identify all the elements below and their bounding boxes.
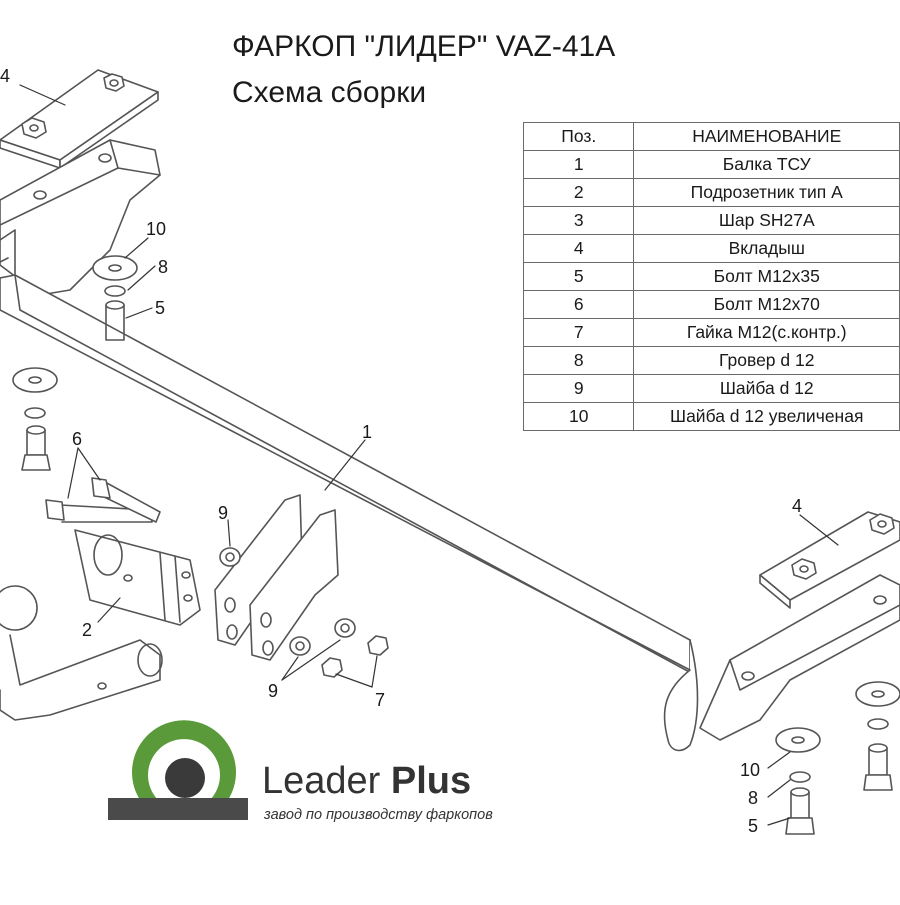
row-name: Гайка М12(с.контр.) [633, 318, 900, 347]
callout-7: 7 [375, 690, 385, 710]
row-pos: 10 [522, 402, 635, 431]
row-pos: 6 [522, 290, 635, 319]
logo-word-bold: Plus [390, 760, 472, 802]
callout-10-right: 10 [740, 760, 760, 780]
row-name: Болт М12х70 [633, 290, 900, 319]
callout-9-top: 9 [218, 503, 228, 523]
row-pos: 3 [522, 206, 635, 235]
insert-plate-left [0, 69, 159, 169]
tow-ball [0, 585, 163, 721]
row-pos: 5 [522, 262, 635, 291]
callout-4-right: 4 [792, 496, 802, 516]
row-pos: 8 [522, 346, 635, 375]
callout-8-left: 8 [158, 257, 168, 277]
row-name: Шайба d 12 [633, 374, 900, 403]
callout-5-right: 5 [748, 816, 758, 836]
header-name: НАИМЕНОВАНИЕ [633, 122, 900, 151]
row-name: Вкладыш [633, 234, 900, 263]
row-name: Подрозетник тип А [633, 178, 900, 207]
tow-bar-beam [0, 229, 699, 752]
page-title: ФАРКОП "ЛИДЕР" VAZ-41A [232, 30, 616, 63]
leader-plus-logo-mark [108, 720, 248, 820]
row-pos: 1 [522, 150, 635, 179]
callout-8-right: 8 [748, 788, 758, 808]
callout-5-left: 5 [155, 298, 165, 318]
socket-bracket [74, 529, 201, 626]
row-pos: 9 [522, 374, 635, 403]
fasteners-left-side [12, 367, 58, 471]
row-name: Шайба d 12 увеличеная [633, 402, 900, 431]
row-pos: 4 [522, 234, 635, 263]
washers-and-nuts [219, 547, 389, 678]
logo-word-light: Leader [262, 760, 391, 802]
callout-4-left: 4 [0, 66, 10, 86]
insert-plate-right [759, 511, 900, 609]
callout-1: 1 [362, 422, 372, 442]
parts-table-header: Поз. НАИМЕНОВАНИЕ [522, 122, 900, 151]
row-name: Шар SH27A [633, 206, 900, 235]
side-plates [214, 494, 339, 661]
page-subtitle: Схема сборки [232, 76, 427, 109]
leader-lines [19, 84, 839, 826]
bolts-m12x70 [45, 477, 161, 523]
logo-tagline: завод по производству фаркопов [264, 807, 493, 823]
fasteners-left-top [92, 255, 138, 341]
callout-10-left: 10 [146, 219, 166, 239]
logo-wordmark: Leader Plus [262, 760, 471, 803]
header-pos: Поз. [522, 122, 635, 151]
row-pos: 7 [522, 318, 635, 347]
callout-2: 2 [82, 620, 92, 640]
row-name: Болт М12х35 [633, 262, 900, 291]
callout-6: 6 [72, 429, 82, 449]
row-name: Гровер d 12 [633, 346, 900, 375]
callout-9-bottom: 9 [268, 681, 278, 701]
callouts: 4 10 8 5 1 6 2 9 9 7 4 10 8 5 [0, 66, 802, 836]
row-name: Балка ТСУ [633, 150, 900, 179]
fasteners-right [775, 681, 900, 835]
row-pos: 2 [522, 178, 635, 207]
bracket-right [699, 574, 900, 741]
